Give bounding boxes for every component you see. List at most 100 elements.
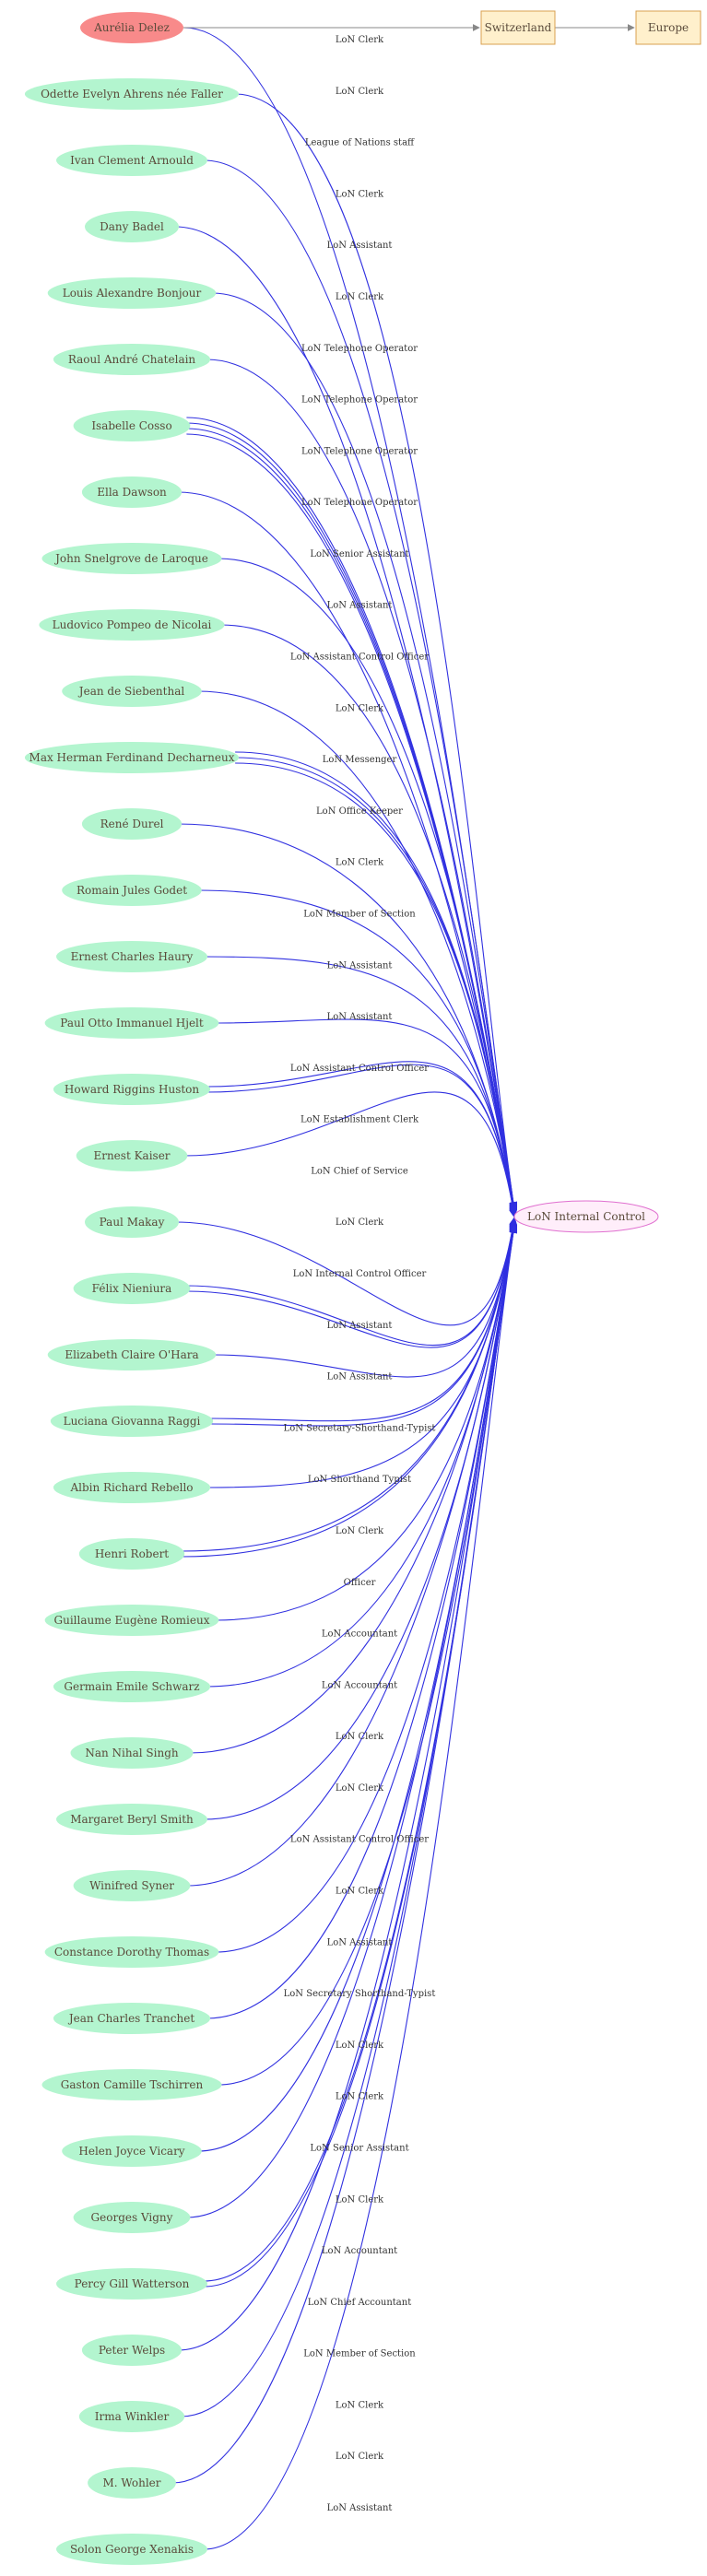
person-node-paul-makay[interactable]: Paul Makay bbox=[85, 1206, 179, 1238]
edge-label-romain-jules-godet-0: LoN Assistant bbox=[327, 960, 393, 970]
edge-label-max-herman-ferdinand-decharneux-0: LoN Messenger bbox=[323, 755, 397, 765]
person-node-raoul-andre-chatelain[interactable]: Raoul André Chatelain bbox=[53, 344, 211, 375]
edge-aurelia-delez-0 bbox=[183, 27, 518, 1210]
edge-jean-de-siebenthal-0 bbox=[197, 690, 518, 1215]
person-node-henri-robert[interactable]: Henri Robert bbox=[78, 1538, 185, 1570]
person-node-label: Percy Gill Watterson bbox=[75, 2277, 190, 2290]
person-node-guillaume-eugene-romieux[interactable]: Guillaume Eugène Romieux bbox=[44, 1605, 219, 1636]
person-node-elizabeth-claire-o-hara[interactable]: Elizabeth Claire O'Hara bbox=[47, 1339, 217, 1370]
person-node-dany-badel[interactable]: Dany Badel bbox=[85, 211, 179, 242]
person-node-ivan-clement-arnould[interactable]: Ivan Clement Arnould bbox=[56, 145, 207, 176]
person-node-max-herman-ferdinand-decharneux[interactable]: Max Herman Ferdinand Decharneux bbox=[24, 742, 240, 773]
person-node-luciana-giovanna-raggi[interactable]: Luciana Giovanna Raggi bbox=[50, 1406, 214, 1437]
place-node-europe[interactable]: Europe bbox=[635, 10, 701, 45]
edge-label-solon-george-xenakis-0: LoN Assistant bbox=[327, 2503, 393, 2513]
edge-georges-vigny-0 bbox=[186, 1222, 518, 2218]
person-node-ernest-kaiser[interactable]: Ernest Kaiser bbox=[76, 1140, 188, 1171]
person-node-rene-durel[interactable]: René Durel bbox=[81, 808, 183, 840]
edge-label-isabelle-cosso-2: LoN Telephone Operator bbox=[301, 446, 418, 456]
edge-odette-evelyn-ahrens-nee-faller-0 bbox=[235, 93, 518, 1211]
person-node-felix-nieniura[interactable]: Félix Nieniura bbox=[73, 1273, 191, 1304]
edge-elizabeth-claire-o-hara-0 bbox=[212, 1217, 518, 1378]
edge-label-max-herman-ferdinand-decharneux-2: LoN Clerk bbox=[336, 858, 384, 868]
person-node-label: Georges Vigny bbox=[91, 2211, 173, 2224]
person-node-solon-george-xenakis[interactable]: Solon George Xenakis bbox=[56, 2534, 207, 2565]
place-node-switzerland[interactable]: Switzerland bbox=[480, 10, 556, 45]
person-node-nan-nihal-singh[interactable]: Nan Nihal Singh bbox=[70, 1737, 194, 1769]
person-node-ludovico-pompeo-de-nicolai[interactable]: Ludovico Pompeo de Nicolai bbox=[39, 609, 225, 641]
person-node-howard-riggins-huston[interactable]: Howard Riggins Huston bbox=[53, 1074, 211, 1105]
person-node-romain-jules-godet[interactable]: Romain Jules Godet bbox=[62, 875, 202, 906]
edge-label-dany-badel-0: LoN Clerk bbox=[336, 189, 384, 199]
person-node-ella-dawson[interactable]: Ella Dawson bbox=[81, 476, 183, 508]
person-node-percy-gill-watterson[interactable]: Percy Gill Watterson bbox=[56, 2268, 207, 2300]
person-node-peter-welps[interactable]: Peter Welps bbox=[81, 2335, 183, 2366]
edge-label-john-snelgrove-de-laroque-0: LoN Assistant bbox=[327, 601, 393, 611]
place-node-switzerland-label: Switzerland bbox=[485, 21, 552, 34]
edge-isabelle-cosso-2 bbox=[186, 428, 518, 1213]
person-node-jean-de-siebenthal[interactable]: Jean de Siebenthal bbox=[62, 676, 202, 707]
edge-label-winifred-syner-0: LoN Assistant bbox=[327, 1937, 393, 1947]
edge-max-herman-ferdinand-decharneux-2 bbox=[235, 762, 518, 1216]
edge-label-henri-robert-0: LoN Accountant bbox=[322, 1629, 397, 1640]
person-node-m-wohler[interactable]: M. Wohler bbox=[88, 2467, 176, 2499]
edge-label-percy-gill-watterson-0: LoN Accountant bbox=[322, 2246, 397, 2256]
edge-nan-nihal-singh-0 bbox=[189, 1220, 518, 1754]
edge-label-jean-de-siebenthal-0: LoN Clerk bbox=[336, 703, 384, 713]
person-node-constance-dorothy-thomas[interactable]: Constance Dorothy Thomas bbox=[44, 1936, 219, 1968]
person-node-gaston-camille-tschirren[interactable]: Gaston Camille Tschirren bbox=[41, 2069, 222, 2100]
edge-jean-charles-tranchet-0 bbox=[206, 1221, 518, 2019]
target-node-label: LoN Internal Control bbox=[527, 1210, 645, 1223]
edge-label-ernest-charles-haury-0: LoN Assistant bbox=[327, 1012, 393, 1022]
edge-label-paul-makay-0: LoN Internal Control Officer bbox=[293, 1269, 427, 1279]
person-node-john-snelgrove-de-laroque[interactable]: John Snelgrove de Laroque bbox=[41, 543, 222, 574]
person-node-helen-joyce-vicary[interactable]: Helen Joyce Vicary bbox=[62, 2135, 202, 2167]
edge-isabelle-cosso-1 bbox=[186, 422, 518, 1213]
person-node-irma-winkler[interactable]: Irma Winkler bbox=[78, 2401, 185, 2432]
person-node-label: Dany Badel bbox=[100, 220, 164, 233]
person-node-label: Irma Winkler bbox=[95, 2410, 170, 2423]
edge-label-germain-emile-schwarz-0: LoN Clerk bbox=[336, 1783, 384, 1794]
edge-howard-riggins-huston-0 bbox=[206, 1061, 518, 1217]
person-node-label: Howard Riggins Huston bbox=[65, 1083, 200, 1096]
person-node-label: Albin Richard Rebello bbox=[69, 1481, 193, 1494]
edge-ernest-kaiser-0 bbox=[183, 1091, 518, 1218]
person-node-label: Peter Welps bbox=[99, 2344, 165, 2357]
edge-label-rene-durel-0: LoN Member of Section bbox=[303, 910, 416, 920]
edge-label-luciana-giovanna-raggi-0: LoN Shorthand Typist bbox=[308, 1475, 411, 1485]
person-node-label: Max Herman Ferdinand Decharneux bbox=[29, 751, 235, 764]
person-node-louis-alexandre-bonjour[interactable]: Louis Alexandre Bonjour bbox=[47, 277, 217, 309]
edge-romain-jules-godet-0 bbox=[197, 889, 518, 1217]
person-node-label: Jean de Siebenthal bbox=[77, 685, 185, 698]
edge-label-percy-gill-watterson-1: LoN Chief Accountant bbox=[308, 2298, 411, 2308]
person-node-margaret-beryl-smith[interactable]: Margaret Beryl Smith bbox=[56, 1804, 207, 1835]
person-node-ernest-charles-haury[interactable]: Ernest Charles Haury bbox=[56, 941, 207, 972]
edge-paul-makay-0 bbox=[174, 1217, 518, 1326]
edge-label-guillaume-eugene-romieux-0: LoN Clerk bbox=[336, 1732, 384, 1742]
edge-label-felix-nieniura-0: LoN Assistant bbox=[327, 1321, 393, 1331]
person-node-germain-emile-schwarz[interactable]: Germain Emile Schwarz bbox=[53, 1671, 211, 1702]
edge-label-max-herman-ferdinand-decharneux-1: LoN Office Keeper bbox=[316, 806, 403, 817]
edge-label-irma-winkler-0: LoN Clerk bbox=[336, 2400, 384, 2410]
person-node-isabelle-cosso[interactable]: Isabelle Cosso bbox=[73, 410, 191, 441]
person-node-jean-charles-tranchet[interactable]: Jean Charles Tranchet bbox=[53, 2003, 211, 2034]
person-node-label: Constance Dorothy Thomas bbox=[54, 1946, 209, 1958]
person-node-odette-evelyn-ahrens-nee-faller[interactable]: Odette Evelyn Ahrens née Faller bbox=[24, 78, 240, 110]
edge-label-howard-riggins-huston-0: LoN Establishment Clerk bbox=[300, 1115, 419, 1125]
person-node-label: Isabelle Cosso bbox=[91, 419, 171, 432]
person-node-winifred-syner[interactable]: Winifred Syner bbox=[73, 1870, 191, 1901]
person-node-albin-richard-rebello[interactable]: Albin Richard Rebello bbox=[53, 1472, 211, 1503]
person-node-georges-vigny[interactable]: Georges Vigny bbox=[73, 2202, 191, 2233]
person-node-label: Romain Jules Godet bbox=[77, 884, 187, 897]
person-node-paul-otto-immanuel-hjelt[interactable]: Paul Otto Immanuel Hjelt bbox=[44, 1007, 219, 1039]
edge-peter-welps-0 bbox=[178, 1224, 518, 2351]
person-node-label: Louis Alexandre Bonjour bbox=[63, 287, 202, 300]
target-node-lon-internal-control[interactable]: LoN Internal Control bbox=[513, 1200, 659, 1233]
edge-label-constance-dorothy-thomas-0: LoN Secretary Shorthand-Typist bbox=[284, 1989, 436, 1999]
edge-label-peter-welps-0: LoN Member of Section bbox=[303, 2349, 416, 2359]
person-node-aurelia-delez[interactable]: Aurélia Delez bbox=[80, 12, 183, 43]
edge-paul-otto-immanuel-hjelt-0 bbox=[215, 1018, 518, 1217]
edge-label-m-wohler-0: LoN Clerk bbox=[336, 2452, 384, 2462]
edge-raoul-andre-chatelain-0 bbox=[206, 359, 518, 1212]
